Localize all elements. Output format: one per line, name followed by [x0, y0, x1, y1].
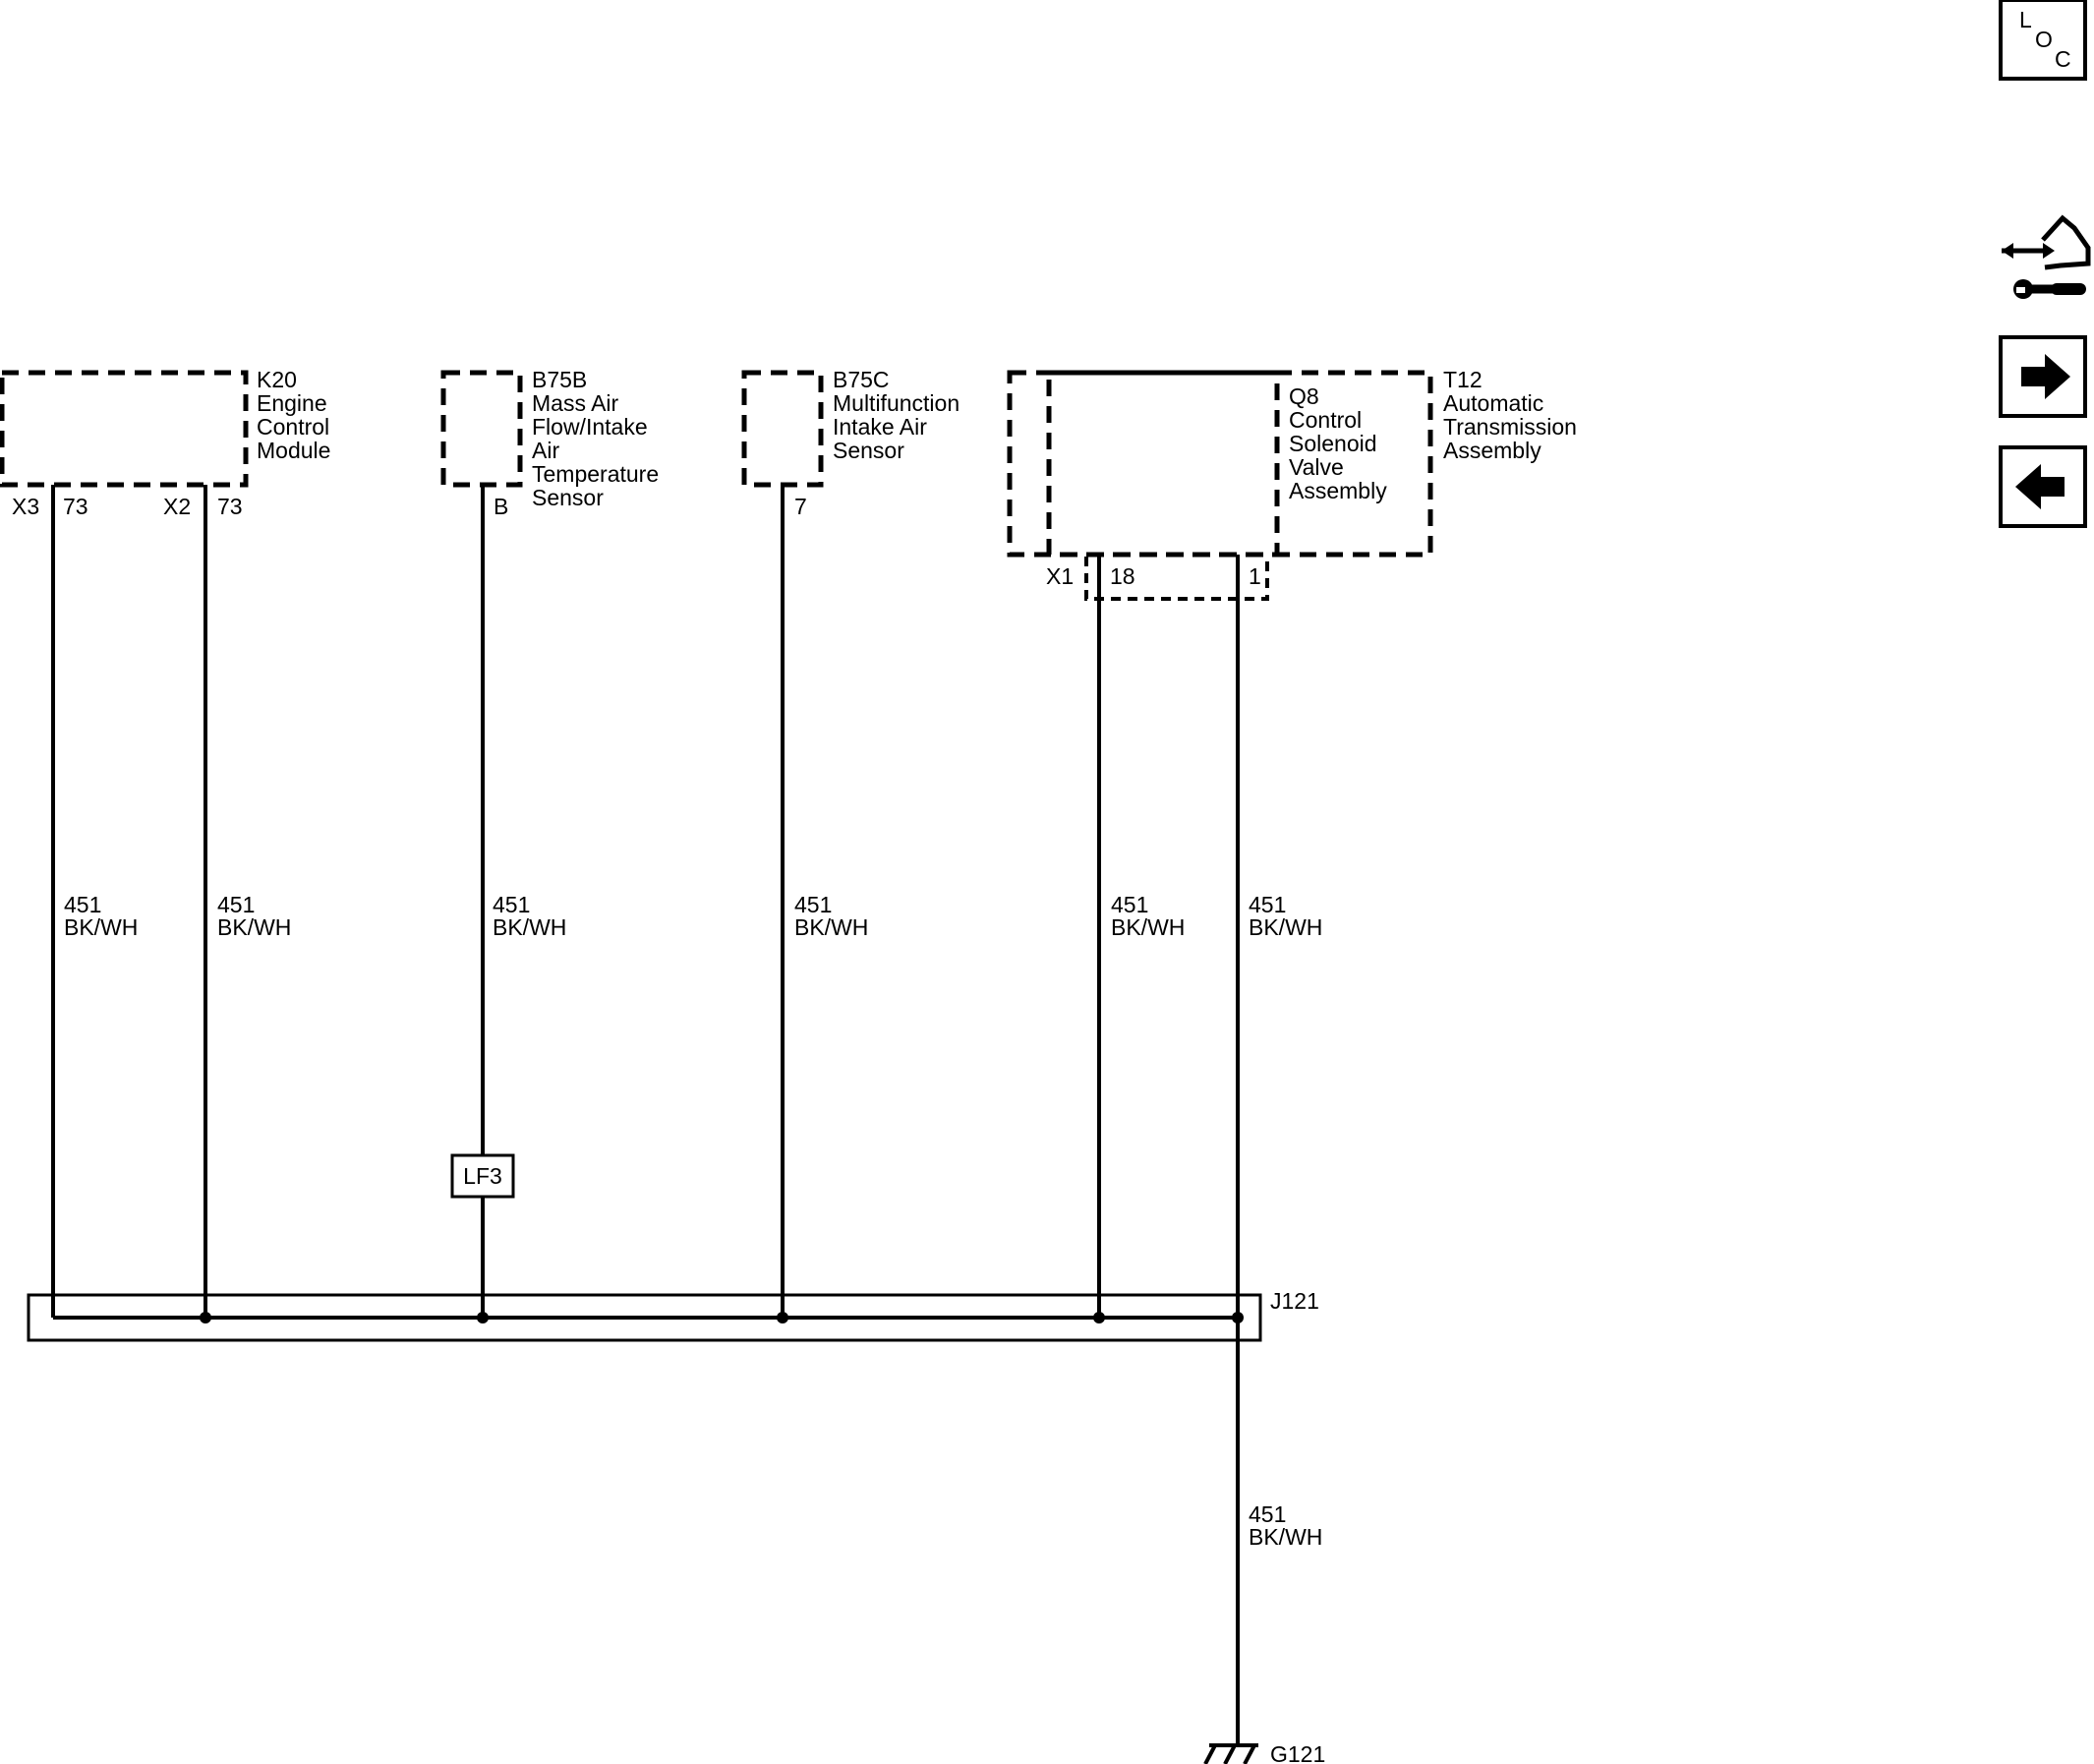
wire-5-color: BK/WH: [1111, 914, 1185, 940]
lf3-label: LF3: [463, 1163, 502, 1189]
loc-icon: [1999, 0, 2087, 81]
b75c-id: B75C: [833, 367, 890, 392]
k20-id: K20: [257, 367, 297, 392]
next-page-frame: [1999, 335, 2087, 418]
lf3-box: [450, 1153, 515, 1199]
t12-x1-connector-outline: [1084, 557, 1269, 601]
next-page-button[interactable]: [1999, 335, 2087, 418]
arrow-left-icon: [2015, 464, 2065, 509]
b75c-pin-label: 7: [794, 494, 807, 519]
k20-outline: [0, 370, 249, 488]
wire-1-color: BK/WH: [64, 914, 138, 940]
j121-node-t12-pin-1: [1232, 1312, 1244, 1323]
b75b-desc-2: Flow/Intake: [532, 414, 648, 440]
q8-outline: [1046, 370, 1280, 558]
q8-desc-3: Valve: [1289, 454, 1344, 480]
b75c-outline: [741, 370, 824, 488]
t12-x1-pin-label: 18: [1110, 563, 1135, 589]
t12-desc-2: Transmission: [1443, 414, 1577, 440]
q8-id: Q8: [1289, 383, 1319, 409]
j121-node-b75c: [777, 1312, 788, 1323]
wire-6-color: BK/WH: [1249, 914, 1322, 940]
wire-2-color: BK/WH: [217, 914, 291, 940]
ground-hatch-1: [1203, 1744, 1217, 1764]
loc-letter-o: O: [2035, 27, 2053, 52]
component-view-button[interactable]: [2002, 214, 2091, 299]
k20-x2-connector-label: X2: [163, 494, 191, 519]
t12-desc-3: Assembly: [1443, 438, 1541, 463]
j121-node-k20-x2: [200, 1312, 211, 1323]
g121-label: G121: [1270, 1741, 1325, 1764]
k20-x3-pin-label: 73: [63, 494, 88, 519]
k20-desc-3: Module: [257, 438, 330, 463]
j121-label: J121: [1270, 1288, 1319, 1314]
j121-outline: [27, 1293, 1262, 1342]
wire-4-circuit: 451: [794, 892, 832, 917]
wire-3-circuit: 451: [493, 892, 530, 917]
splice-pack-j121[interactable]: J121: [27, 1288, 1319, 1342]
wire-4-color: BK/WH: [794, 914, 868, 940]
previous-page-button[interactable]: [1999, 445, 2087, 528]
k20-x2-pin-label: 73: [217, 494, 243, 519]
b75b-desc-3: Air: [532, 438, 559, 463]
t12-outline: [1007, 370, 1433, 558]
ground-g121[interactable]: G121: [1203, 1741, 1325, 1764]
k20-desc-1: Engine: [257, 390, 327, 416]
t12-id: T12: [1443, 367, 1483, 392]
q8-desc-4: Assembly: [1289, 478, 1387, 503]
q8-desc-1: Control: [1289, 407, 1362, 433]
component-k20[interactable]: K20 Engine Control Module: [0, 367, 330, 488]
loc-letter-c: C: [2055, 46, 2071, 72]
wire-7-color: BK/WH: [1249, 1524, 1322, 1550]
b75b-desc-4: Temperature: [532, 461, 659, 487]
wire-3-color: BK/WH: [493, 914, 566, 940]
wire-2-circuit: 451: [217, 892, 255, 917]
ground-hatch-3: [1243, 1744, 1256, 1764]
wire-6-circuit: 451: [1249, 892, 1286, 917]
loc-button[interactable]: L O C: [1999, 0, 2087, 81]
connector-wrench-icon: [2002, 214, 2091, 299]
b75c-desc-3: Sensor: [833, 438, 904, 463]
b75b-outline: [440, 370, 523, 488]
k20-desc-2: Control: [257, 414, 329, 440]
wire-7-circuit: 451: [1249, 1501, 1286, 1527]
b75b-id: B75B: [532, 367, 587, 392]
component-q8[interactable]: Q8 Control Solenoid Valve Assembly: [1046, 370, 1387, 558]
k20-x3-connector-label: X3: [12, 494, 39, 519]
inline-connector-lf3[interactable]: LF3: [450, 1153, 515, 1199]
b75c-desc-1: Multifunction: [833, 390, 960, 416]
arrow-right-icon: [2021, 354, 2070, 399]
component-b75b[interactable]: B75B Mass Air Flow/Intake Air Temperatur…: [440, 367, 659, 510]
b75c-desc-2: Intake Air: [833, 414, 927, 440]
t12-desc-1: Automatic: [1443, 390, 1543, 416]
component-b75c[interactable]: B75C Multifunction Intake Air Sensor: [741, 367, 960, 488]
wire-1-circuit: 451: [64, 892, 101, 917]
b75b-pin-label: B: [494, 494, 508, 519]
t12-x1-connector-label: X1: [1046, 563, 1074, 589]
j121-node-b75b: [477, 1312, 489, 1323]
ground-hatch-2: [1223, 1744, 1237, 1764]
q8-desc-2: Solenoid: [1289, 431, 1377, 456]
wire-5-circuit: 451: [1111, 892, 1148, 917]
loc-letter-l: L: [2019, 7, 2032, 32]
j121-node-t12-x1: [1093, 1312, 1105, 1323]
t12-pin-1-label: 1: [1249, 563, 1261, 589]
b75b-desc-1: Mass Air: [532, 390, 619, 416]
b75b-desc-5: Sensor: [532, 485, 604, 510]
